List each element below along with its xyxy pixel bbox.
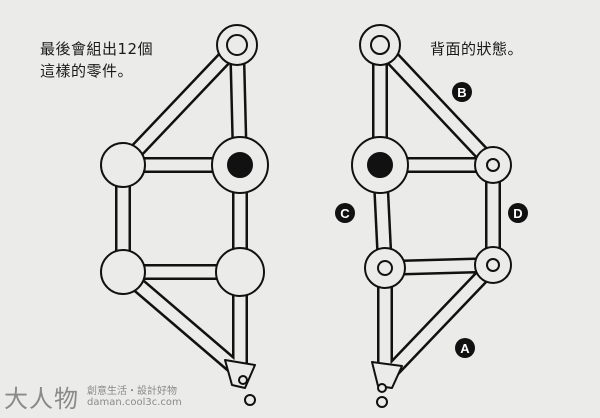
front-caption-line1: 最後會組出12個 <box>40 40 154 58</box>
marker-d: D <box>508 203 528 223</box>
marker-a: A <box>455 338 475 358</box>
svg-text:A: A <box>460 341 470 356</box>
watermark: 大人物 創意生活・設計好物 daman.cool3c.com <box>4 379 182 414</box>
marker-c: C <box>335 203 355 223</box>
front-caption-line2: 這樣的零件。 <box>40 62 134 80</box>
back-caption: 背面的狀態。 <box>430 40 524 58</box>
front-part <box>100 24 269 406</box>
marker-b: B <box>452 82 472 102</box>
watermark-logo: 大人物 <box>4 385 79 413</box>
svg-text:C: C <box>340 206 350 221</box>
svg-text:D: D <box>513 206 522 221</box>
watermark-slogan: 創意生活・設計好物 <box>87 385 177 397</box>
watermark-url: daman.cool3c.com <box>87 396 182 408</box>
svg-text:B: B <box>457 85 466 100</box>
back-part <box>351 24 512 408</box>
front-caption: 最後會組出12個 這樣的零件。 <box>40 38 153 82</box>
